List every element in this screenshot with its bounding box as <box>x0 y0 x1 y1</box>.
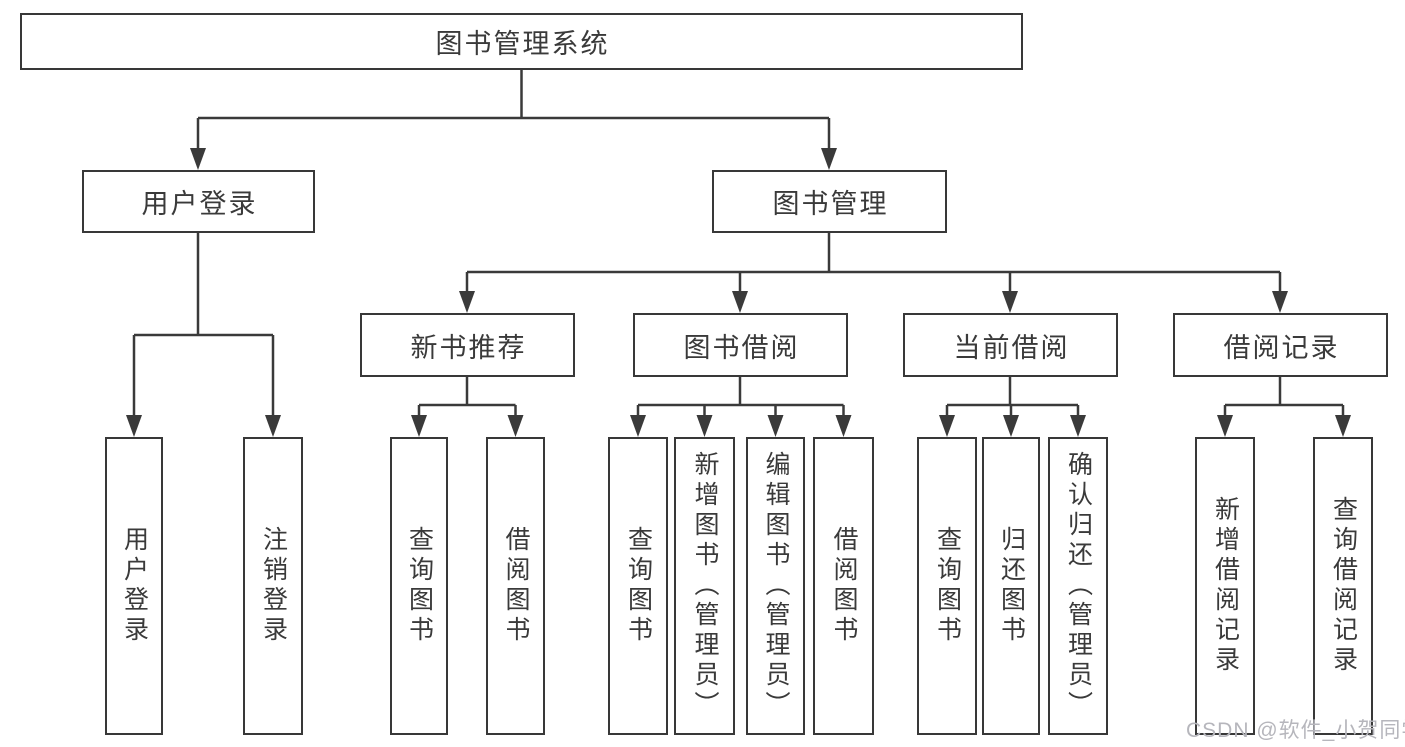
arrowhead <box>1217 415 1233 437</box>
leaf-logout: 注销登录 <box>243 437 303 735</box>
node-label: 当前借阅 <box>953 332 1070 363</box>
node-new-book-recommend: 新书推荐 <box>360 313 575 377</box>
arrowhead <box>459 291 475 313</box>
leaf-query-books-current-borrow: 查询图书 <box>917 437 977 735</box>
node-book-borrow: 图书借阅 <box>633 313 848 377</box>
connector-user-login-to-leaves <box>132 233 275 432</box>
arrowhead <box>1002 291 1018 313</box>
node-label: 图书管理系统 <box>435 29 610 59</box>
node-label: 借阅记录 <box>1223 332 1340 363</box>
arrowhead <box>1272 291 1288 313</box>
csdn-watermark: CSDN @软件_小贺同学 <box>1186 719 1405 742</box>
leaf-query-books-new-book: 查询图书 <box>390 437 448 735</box>
leaf-confirm-return-admin: 确认归还（管理员） <box>1048 437 1108 735</box>
leaf-add-book-admin: 新增图书（管理员） <box>674 437 735 735</box>
leaf-borrow-books-book-borrow: 借阅图书 <box>813 437 874 735</box>
node-label: 图书管理 <box>772 189 889 219</box>
node-label: 借阅图书 <box>502 526 530 646</box>
arrowhead <box>190 148 206 170</box>
leaf-borrow-books-new-book: 借阅图书 <box>486 437 545 735</box>
connector-book-borrow-to-leaves <box>636 377 845 432</box>
arrowhead <box>767 415 784 437</box>
connector-borrow-records-to-leaves <box>1223 377 1345 432</box>
arrowhead <box>821 148 837 170</box>
node-label: 编辑图书（管理员） <box>762 451 790 721</box>
node-label: 归还图书 <box>997 526 1026 646</box>
node-label: 新书推荐 <box>410 332 527 363</box>
node-label: 新增图书（管理员） <box>691 451 719 721</box>
node-library-management-system: 图书管理系统 <box>20 13 1023 70</box>
node-label: 图书借阅 <box>683 332 800 363</box>
leaf-query-borrow-record: 查询借阅记录 <box>1313 437 1373 735</box>
node-label: 查询图书 <box>624 526 653 646</box>
arrowhead <box>696 415 713 437</box>
arrowhead <box>1070 415 1086 437</box>
arrowhead <box>126 415 142 437</box>
leaf-edit-book-admin: 编辑图书（管理员） <box>746 437 805 735</box>
arrowhead <box>411 415 427 437</box>
node-label: 用户登录 <box>141 189 258 219</box>
node-book-management: 图书管理 <box>712 170 947 233</box>
connector-book-management-to-level3 <box>465 233 1282 308</box>
leaf-user-login: 用户登录 <box>105 437 163 735</box>
node-current-borrow: 当前借阅 <box>903 313 1118 377</box>
arrowhead <box>507 415 524 437</box>
connector-new-book-to-leaves <box>417 377 517 432</box>
leaf-return-book: 归还图书 <box>982 437 1040 735</box>
node-label: 查询图书 <box>933 526 962 646</box>
arrowhead <box>630 415 646 437</box>
arrowhead <box>835 415 852 437</box>
arrowhead <box>265 415 281 437</box>
leaf-query-books-book-borrow: 查询图书 <box>608 437 668 735</box>
node-label: 查询借阅记录 <box>1329 496 1358 676</box>
node-label: 注销登录 <box>259 526 288 646</box>
node-borrow-records: 借阅记录 <box>1173 313 1388 377</box>
node-label: 新增借阅记录 <box>1211 496 1240 676</box>
connector-root-to-level2 <box>196 70 831 166</box>
node-label: 用户登录 <box>120 526 149 646</box>
arrowhead <box>1003 415 1019 437</box>
node-label: 借阅图书 <box>830 526 858 646</box>
node-label: 查询图书 <box>405 526 434 646</box>
arrowhead <box>732 291 748 313</box>
arrowheads <box>126 148 1351 437</box>
arrowhead <box>939 415 955 437</box>
leaf-add-borrow-record: 新增借阅记录 <box>1195 437 1255 735</box>
arrowhead <box>1335 415 1351 437</box>
node-user-login: 用户登录 <box>82 170 315 233</box>
node-label: 确认归还（管理员） <box>1064 451 1093 721</box>
